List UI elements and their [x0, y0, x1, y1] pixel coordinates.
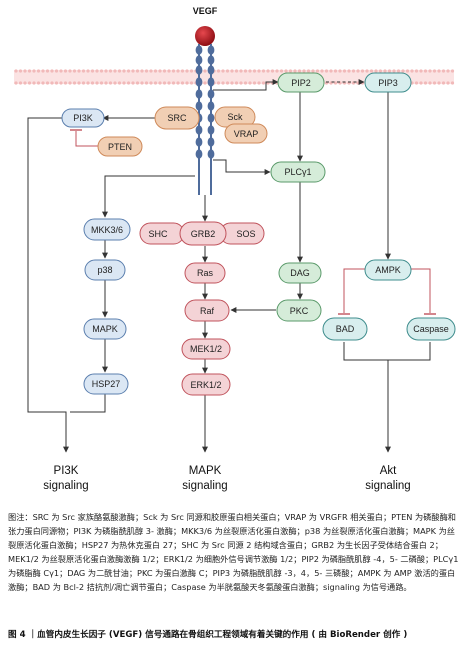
vegf-pathway-diagram: VEGF [14, 6, 456, 492]
plcg1-node: PLCγ1 [270, 161, 326, 183]
cell-membrane [14, 69, 455, 85]
akt-signaling-label: Akt [380, 465, 397, 477]
svg-text:HSP27: HSP27 [92, 379, 121, 389]
pi3k-signaling-label: PI3K [54, 465, 79, 477]
mapk-signaling-label-2: signaling [182, 480, 227, 492]
svg-text:PKC: PKC [290, 306, 309, 316]
sos-label: SOS [236, 229, 255, 239]
shc-grb2-sos-complex: SHC GRB2 SOS [139, 221, 265, 246]
caspase-node: Caspase [406, 317, 456, 341]
svg-text:DAG: DAG [290, 268, 310, 278]
svg-text:PIP2: PIP2 [291, 78, 311, 88]
svg-text:ERK1/2: ERK1/2 [190, 380, 221, 390]
ampk-node: AMPK [364, 259, 412, 281]
vrap-node: VRAP [224, 123, 268, 144]
svg-text:PTEN: PTEN [108, 142, 132, 152]
pten-node: PTEN [97, 136, 143, 157]
svg-text:AMPK: AMPK [375, 265, 401, 275]
vegf-ligand [195, 26, 215, 46]
akt-signaling-label-2: signaling [365, 480, 410, 492]
vegf-label: VEGF [193, 6, 218, 16]
dag-node: DAG [278, 262, 322, 284]
svg-text:MAPK: MAPK [92, 324, 118, 334]
vegf-receptor [195, 44, 215, 195]
svg-text:Raf: Raf [200, 306, 215, 316]
svg-text:Caspase: Caspase [413, 324, 449, 334]
svg-text:PIP3: PIP3 [378, 78, 398, 88]
svg-text:PLCγ1: PLCγ1 [284, 167, 311, 177]
mkk36-node: MKK3/6 [83, 218, 131, 241]
svg-text:Ras: Ras [197, 268, 214, 278]
pi3k-node: PI3K [61, 108, 105, 128]
bad-node: BAD [322, 317, 368, 341]
pip2-node: PIP2 [277, 72, 325, 93]
svg-text:PI3K: PI3K [73, 113, 93, 123]
grb2-label: GRB2 [191, 229, 216, 239]
src-node: SRC [154, 106, 200, 130]
svg-text:MKK3/6: MKK3/6 [91, 225, 123, 235]
svg-text:p38: p38 [97, 265, 112, 275]
pip3-node: PIP3 [364, 72, 412, 93]
figure-legend: 图注：SRC 为 Src 家族酪氨酸激酶；Sck 为 Src 同源和胶原蛋白相关… [8, 512, 459, 592]
mapk-node: MAPK [83, 318, 127, 340]
svg-text:SRC: SRC [167, 113, 187, 123]
svg-text:BAD: BAD [336, 324, 355, 334]
svg-text:Sck: Sck [227, 112, 243, 122]
svg-text:MEK1/2: MEK1/2 [190, 344, 222, 354]
svg-text:VRAP: VRAP [234, 129, 259, 139]
raf-node: Raf [184, 299, 230, 322]
mapk-signaling-label: MAPK [189, 465, 222, 477]
figure-caption: 图 4 ｜血管内皮生长因子 (VEGF) 信号通路在骨组织工程领域有着关键的作用… [8, 630, 408, 640]
pathway-connectors [27, 79, 436, 453]
ras-node: Ras [184, 262, 226, 284]
p38-node: p38 [84, 259, 126, 281]
pi3k-signaling-label-2: signaling [43, 480, 88, 492]
shc-label: SHC [148, 229, 168, 239]
pkc-node: PKC [276, 299, 322, 322]
erk12-node: ERK1/2 [181, 373, 231, 396]
hsp27-node: HSP27 [83, 373, 129, 395]
mek12-node: MEK1/2 [181, 338, 231, 360]
